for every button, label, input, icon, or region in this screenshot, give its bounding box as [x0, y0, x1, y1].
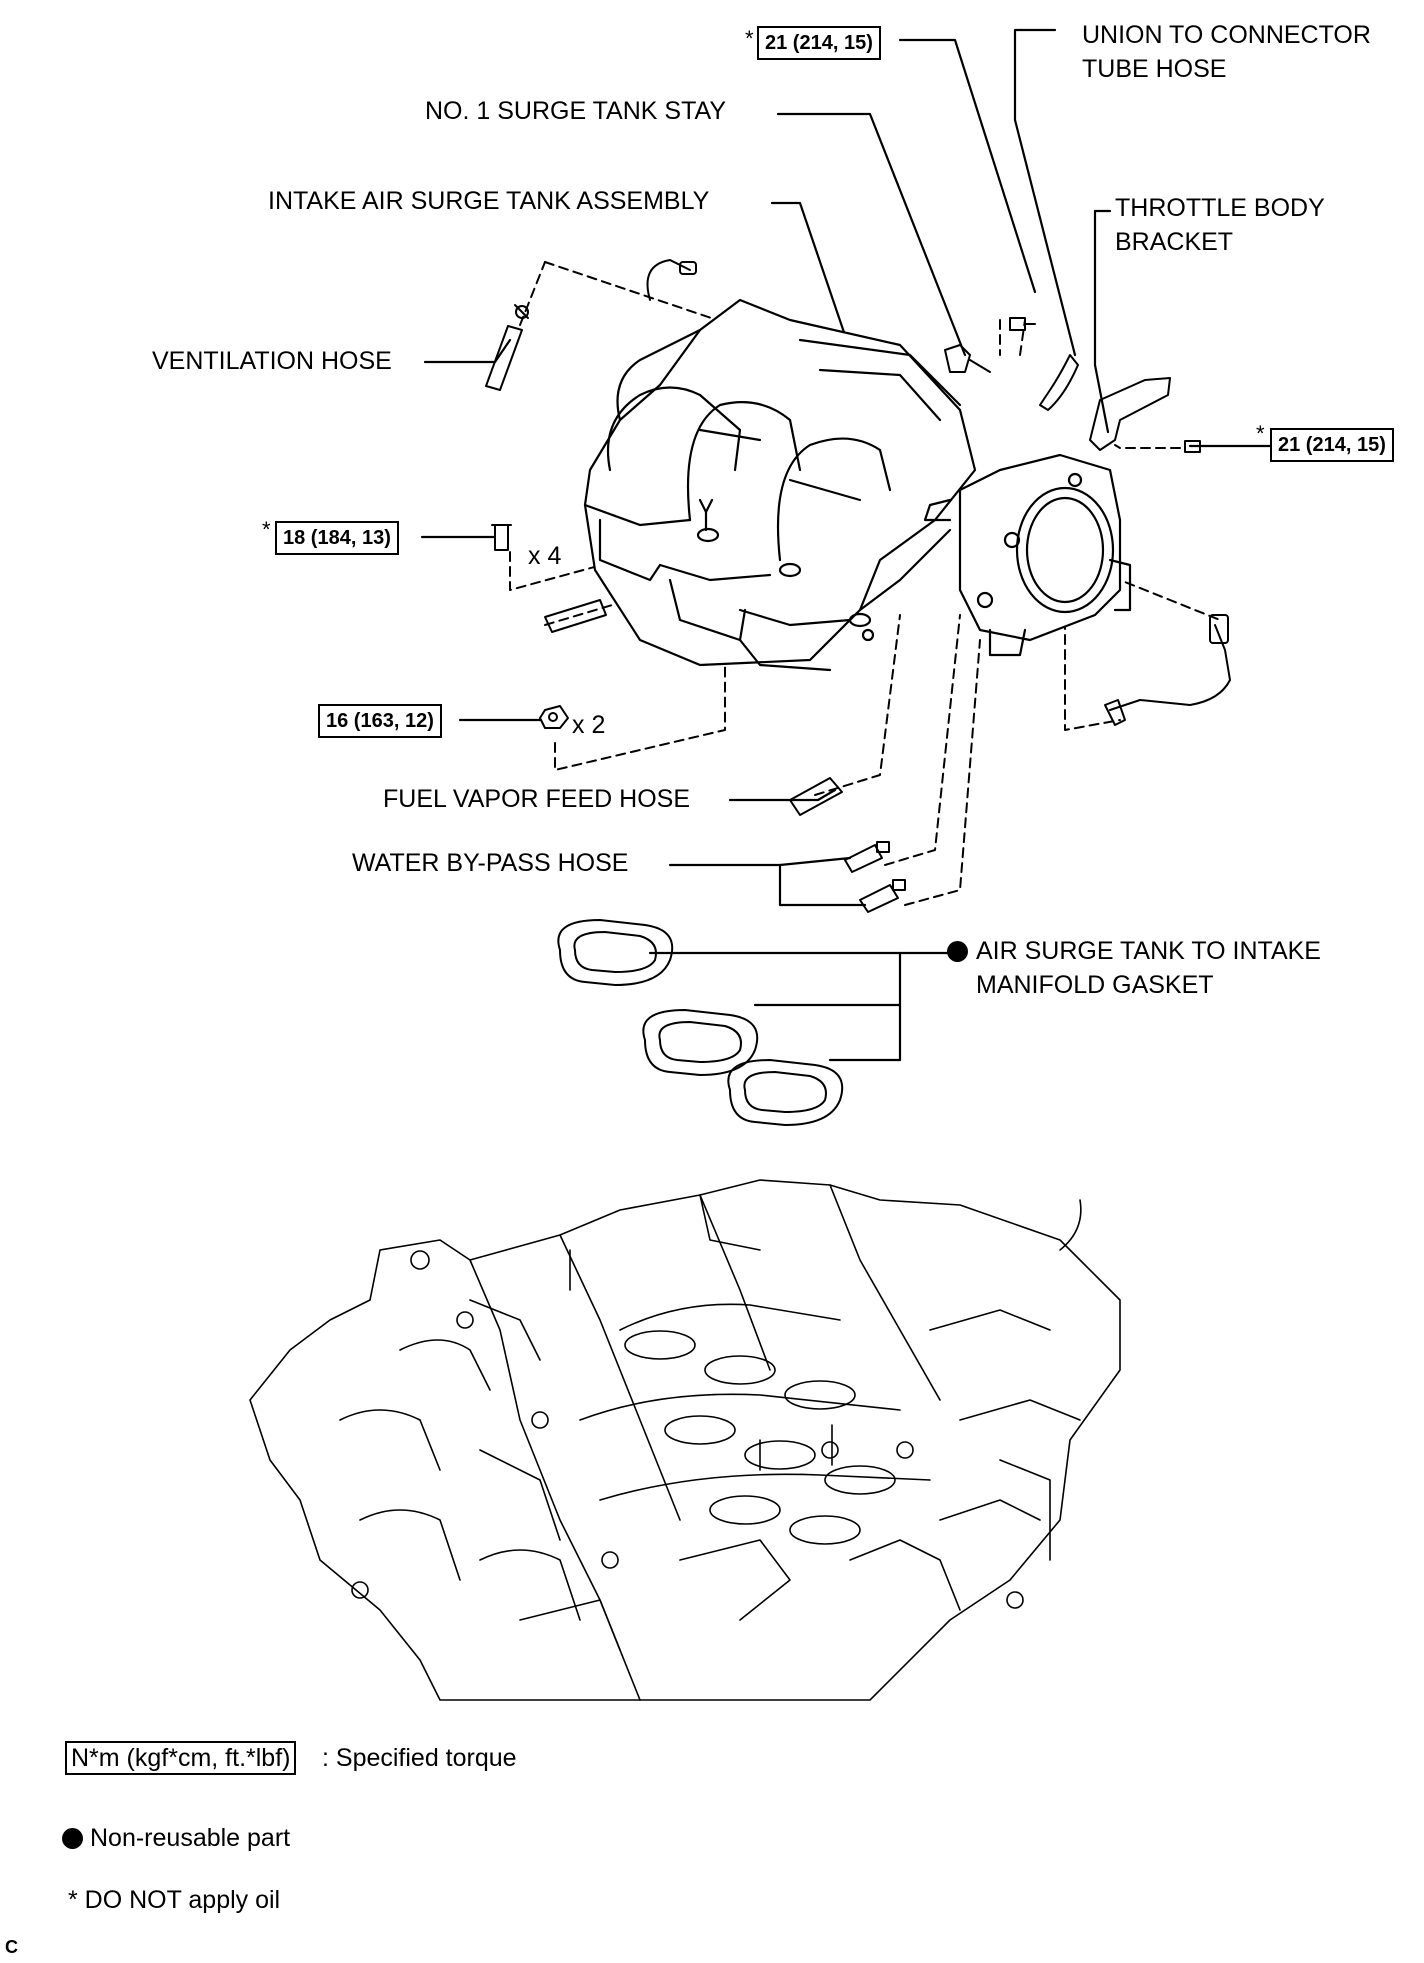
no-oil-asterisk: *: [262, 517, 271, 542]
label-air-surge-tank-gasket-line2: MANIFOLD GASKET: [976, 971, 1214, 999]
label-union-to-connector-tube-hose-line2: TUBE HOSE: [1082, 55, 1227, 83]
legend-torque-box: N*m (kgf*cm, ft.*lbf): [65, 1741, 297, 1775]
label-union-to-connector-tube-hose: UNION TO CONNECTOR: [1082, 21, 1371, 49]
legend-torque-description: : Specified torque: [322, 1744, 517, 1772]
intake-surge-tank-drawing: [583, 298, 977, 672]
label-throttle-body-bracket: THROTTLE BODY: [1115, 194, 1325, 222]
label-no1-surge-tank-stay: NO. 1 SURGE TANK STAY: [425, 97, 726, 125]
nut-quantity: x 2: [572, 711, 606, 739]
non-reusable-marker: [947, 941, 968, 962]
label-intake-air-surge-tank-assembly: INTAKE AIR SURGE TANK ASSEMBLY: [268, 187, 710, 215]
no-oil-asterisk: *: [745, 26, 754, 51]
torque-stay-bolt: 21 (214, 15): [757, 26, 881, 60]
torque-nut: 16 (163, 12): [318, 704, 442, 738]
label-water-bypass-hose: WATER BY-PASS HOSE: [352, 849, 629, 877]
engine-block-drawing: [249, 1179, 1121, 1701]
legend-non-reusable-icon: [62, 1828, 83, 1849]
torque-bracket-bolt: 21 (214, 15): [1270, 428, 1394, 462]
small-parts: [485, 259, 1231, 1126]
legend-non-reusable: Non-reusable part: [90, 1824, 291, 1852]
label-ventilation-hose: VENTILATION HOSE: [152, 347, 392, 375]
figure-code: C: [5, 1937, 18, 1957]
no-oil-asterisk: *: [1256, 421, 1265, 446]
legend-no-oil: * DO NOT apply oil: [68, 1886, 281, 1914]
throttle-body-drawing: [923, 453, 1132, 657]
torque-manifold-bolt: 18 (184, 13): [275, 521, 399, 555]
label-fuel-vapor-feed-hose: FUEL VAPOR FEED HOSE: [383, 785, 691, 813]
leader-lines: [420, 28, 1272, 1062]
label-air-surge-tank-gasket: AIR SURGE TANK TO INTAKE: [976, 937, 1321, 965]
label-throttle-body-bracket-line2: BRACKET: [1115, 228, 1234, 256]
bolt-quantity: x 4: [528, 542, 562, 570]
